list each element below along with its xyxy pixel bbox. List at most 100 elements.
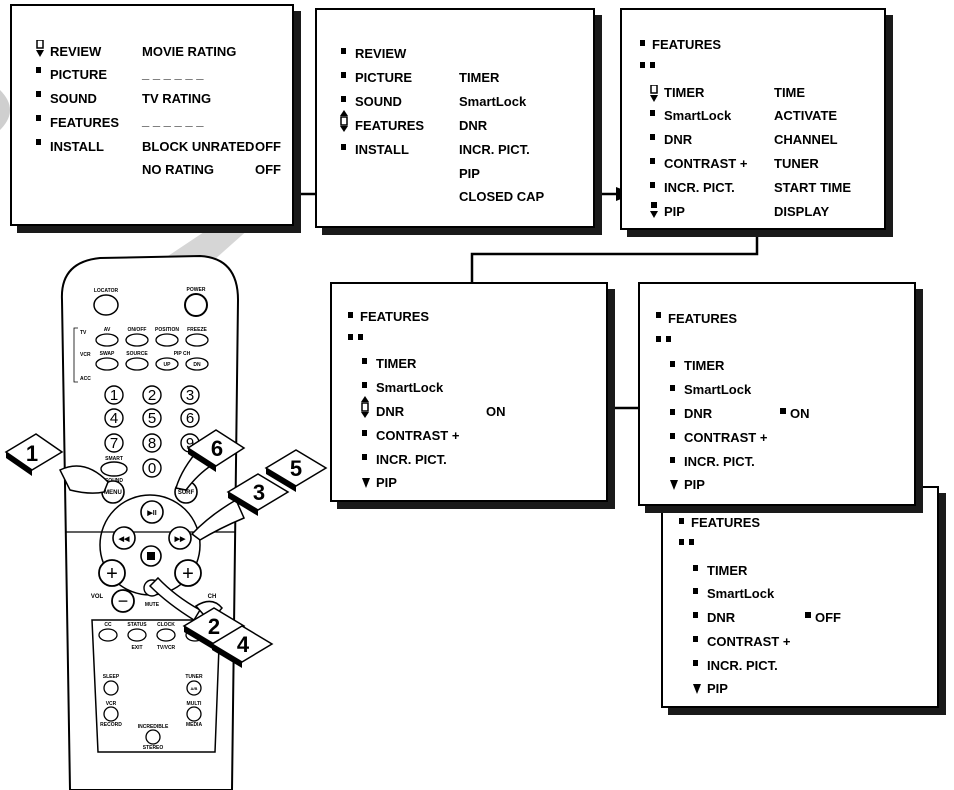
volume-up-button[interactable] bbox=[98, 559, 126, 587]
pip-up-button[interactable] bbox=[155, 357, 179, 371]
submenu-item-incr-pict[interactable]: INCR. PICT. bbox=[459, 142, 530, 157]
position-button[interactable] bbox=[155, 333, 179, 347]
volume-down-button[interactable] bbox=[111, 589, 135, 613]
menu-item-features[interactable]: FEATURES bbox=[355, 118, 425, 133]
submenu-item-activate[interactable]: ACTIVATE bbox=[774, 108, 838, 123]
menu-item-dnr[interactable]: DNR bbox=[664, 132, 693, 147]
submenu-item-timer[interactable]: TIMER bbox=[459, 70, 500, 85]
digit-1-button[interactable] bbox=[104, 385, 124, 405]
digit-0-button[interactable] bbox=[142, 458, 162, 478]
menu-item-incr-pict[interactable]: INCR. PICT. bbox=[376, 452, 447, 467]
bullet-icon bbox=[650, 134, 655, 140]
menu-item-contrast[interactable]: CONTRAST + bbox=[684, 430, 768, 445]
digit-3-button[interactable] bbox=[180, 385, 200, 405]
mode-tv-label: TV bbox=[80, 330, 87, 336]
submenu-item-dnr[interactable]: DNR bbox=[459, 118, 488, 133]
sleep-button[interactable] bbox=[103, 680, 119, 696]
menu-item-timer[interactable]: TIMER bbox=[376, 356, 417, 371]
menu-item-install[interactable]: INSTALL bbox=[355, 142, 409, 157]
menu-item-smartlock[interactable]: SmartLock bbox=[664, 108, 732, 123]
step-5-label: 5 bbox=[290, 456, 302, 481]
menu-item-features[interactable]: FEATURES bbox=[50, 115, 120, 130]
submenu-item-tuner[interactable]: TUNER bbox=[774, 156, 819, 171]
menu-item-incr-pict[interactable]: INCR. PICT. bbox=[707, 658, 778, 673]
menu-item-picture[interactable]: PICTURE bbox=[50, 67, 108, 82]
menu-item-smartlock[interactable]: SmartLock bbox=[684, 382, 752, 397]
menu-item-dnr[interactable]: DNR bbox=[684, 406, 713, 421]
locator-button[interactable] bbox=[93, 294, 119, 316]
fast-forward-button[interactable] bbox=[168, 526, 192, 550]
digit-7-button[interactable] bbox=[104, 433, 124, 453]
submenu-item-display[interactable]: DISPLAY bbox=[774, 204, 830, 219]
submenu-item-closed-cap[interactable]: CLOSED CAP bbox=[459, 189, 545, 204]
menu-item-picture[interactable]: PICTURE bbox=[355, 70, 413, 85]
vcr-record-button[interactable] bbox=[103, 706, 119, 722]
menu-item-contrast[interactable]: CONTRAST + bbox=[664, 156, 748, 171]
digit-5-button[interactable] bbox=[142, 408, 162, 428]
tuner-ab-button[interactable] bbox=[186, 680, 202, 696]
step-6-label: 6 bbox=[211, 436, 223, 461]
menu-item-smartlock[interactable]: SmartLock bbox=[376, 380, 444, 395]
onoff-label: ON/OFF bbox=[128, 327, 147, 333]
clock-button[interactable] bbox=[156, 628, 176, 642]
bullet-icon bbox=[670, 457, 675, 463]
beam-left-shade bbox=[0, 90, 10, 130]
submenu-item-pip[interactable]: PIP bbox=[459, 166, 480, 181]
block-unrated-label[interactable]: BLOCK UNRATED bbox=[142, 139, 255, 154]
tv-rating-label[interactable]: TV RATING bbox=[142, 91, 212, 106]
menu-item-install[interactable]: INSTALL bbox=[50, 139, 104, 154]
bullet-icon bbox=[650, 62, 655, 68]
menu-item-incr-pict[interactable]: INCR. PICT. bbox=[684, 454, 755, 469]
bullet-icon bbox=[36, 115, 41, 121]
menu-item-contrast[interactable]: CONTRAST + bbox=[376, 428, 460, 443]
digit-6-button[interactable] bbox=[180, 408, 200, 428]
smart-sound-button[interactable] bbox=[100, 461, 128, 477]
digit-6-label: 6 bbox=[186, 410, 194, 427]
no-rating-label[interactable]: NO RATING bbox=[142, 162, 214, 177]
submenu-item-start-time[interactable]: START TIME bbox=[774, 180, 852, 195]
incredible-stereo-button[interactable] bbox=[145, 729, 161, 745]
status-button[interactable] bbox=[127, 628, 147, 642]
swap-button[interactable] bbox=[95, 357, 119, 371]
onoff-button[interactable] bbox=[125, 333, 149, 347]
submenu-item-channel[interactable]: CHANNEL bbox=[774, 132, 838, 147]
digit-2-button[interactable] bbox=[142, 385, 162, 405]
movie-rating-label[interactable]: MOVIE RATING bbox=[142, 44, 237, 59]
rewind-button[interactable] bbox=[112, 526, 136, 550]
no-rating-value: OFF bbox=[255, 162, 281, 177]
step-4-card-side bbox=[212, 644, 242, 668]
cc-button[interactable] bbox=[98, 628, 118, 642]
power-button[interactable] bbox=[184, 293, 208, 317]
play-pause-button[interactable] bbox=[140, 500, 164, 524]
bullet-icon bbox=[693, 565, 698, 571]
menu-item-pip[interactable]: PIP bbox=[707, 681, 728, 696]
menu-item-dnr[interactable]: DNR bbox=[376, 404, 405, 419]
pip-dn-button[interactable] bbox=[185, 357, 209, 371]
multi-media-button[interactable] bbox=[186, 706, 202, 722]
menu-item-dnr[interactable]: DNR bbox=[707, 610, 736, 625]
freeze-button[interactable] bbox=[185, 333, 209, 347]
step-3-label: 3 bbox=[253, 480, 265, 505]
channel-up-button[interactable] bbox=[174, 559, 202, 587]
menu-item-incr-pict[interactable]: INCR. PICT. bbox=[664, 180, 735, 195]
menu-item-pip[interactable]: PIP bbox=[376, 475, 397, 490]
menu-item-sound[interactable]: SOUND bbox=[50, 91, 97, 106]
menu-item-pip[interactable]: PIP bbox=[664, 204, 685, 219]
av-button[interactable] bbox=[95, 333, 119, 347]
digit-8-button[interactable] bbox=[142, 433, 162, 453]
menu-item-review[interactable]: REVIEW bbox=[355, 46, 407, 61]
source-button[interactable] bbox=[125, 357, 149, 371]
submenu-item-time[interactable]: TIME bbox=[774, 85, 806, 100]
features-title: FEATURES bbox=[652, 37, 722, 52]
menu-item-review[interactable]: REVIEW bbox=[50, 44, 102, 59]
menu-item-pip[interactable]: PIP bbox=[684, 477, 705, 492]
digit-4-button[interactable] bbox=[104, 408, 124, 428]
submenu-item-smartlock[interactable]: SmartLock bbox=[459, 94, 527, 109]
menu-item-contrast[interactable]: CONTRAST + bbox=[707, 634, 791, 649]
menu-item-timer[interactable]: TIMER bbox=[707, 563, 748, 578]
menu-item-smartlock[interactable]: SmartLock bbox=[707, 586, 775, 601]
menu-item-timer[interactable]: TIMER bbox=[664, 85, 705, 100]
menu-item-sound[interactable]: SOUND bbox=[355, 94, 402, 109]
bullet-icon bbox=[362, 454, 367, 460]
menu-item-timer[interactable]: TIMER bbox=[684, 358, 725, 373]
